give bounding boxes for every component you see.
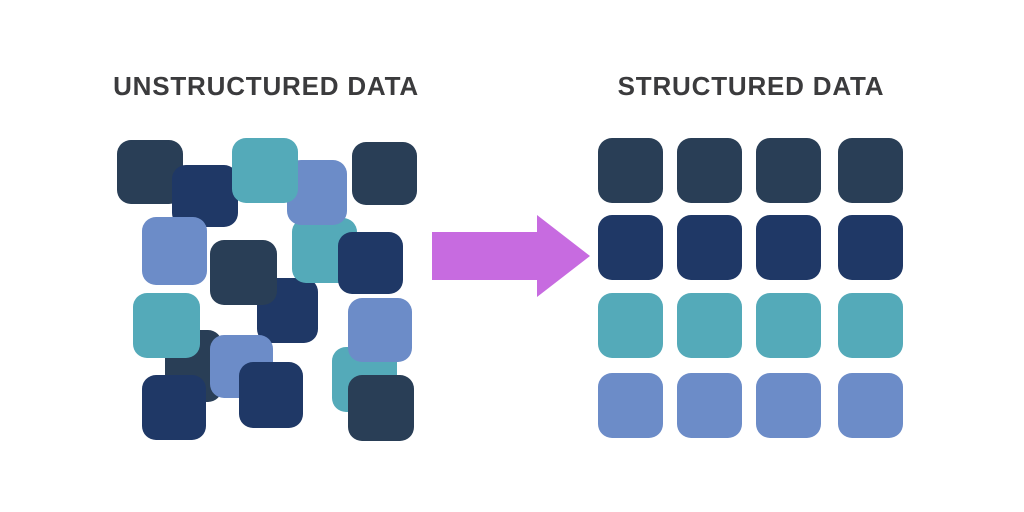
data-square — [838, 293, 903, 358]
transform-arrow — [432, 215, 590, 297]
data-square — [352, 142, 417, 205]
data-square — [677, 138, 742, 203]
data-square — [838, 215, 903, 280]
data-square — [756, 215, 821, 280]
data-square — [756, 138, 821, 203]
data-square — [756, 293, 821, 358]
data-square — [598, 373, 663, 438]
data-square — [142, 375, 206, 440]
data-square — [348, 298, 412, 362]
data-square — [838, 138, 903, 203]
data-square — [239, 362, 303, 428]
data-square — [338, 232, 403, 294]
unstructured-data-title: UNSTRUCTURED DATA — [113, 71, 419, 101]
data-square — [598, 293, 663, 358]
right-arrow-icon — [432, 215, 590, 297]
data-square — [677, 373, 742, 438]
right-arrow-shape — [432, 215, 590, 297]
data-square — [142, 217, 207, 285]
data-square — [677, 293, 742, 358]
data-square — [133, 293, 200, 358]
data-square — [677, 215, 742, 280]
data-square — [210, 240, 277, 305]
data-square — [598, 215, 663, 280]
data-square — [756, 373, 821, 438]
data-square — [232, 138, 298, 203]
data-square — [598, 138, 663, 203]
data-square — [172, 165, 238, 227]
data-square — [838, 373, 903, 438]
data-square — [348, 375, 414, 441]
structured-data-title: STRUCTURED DATA — [617, 71, 885, 101]
